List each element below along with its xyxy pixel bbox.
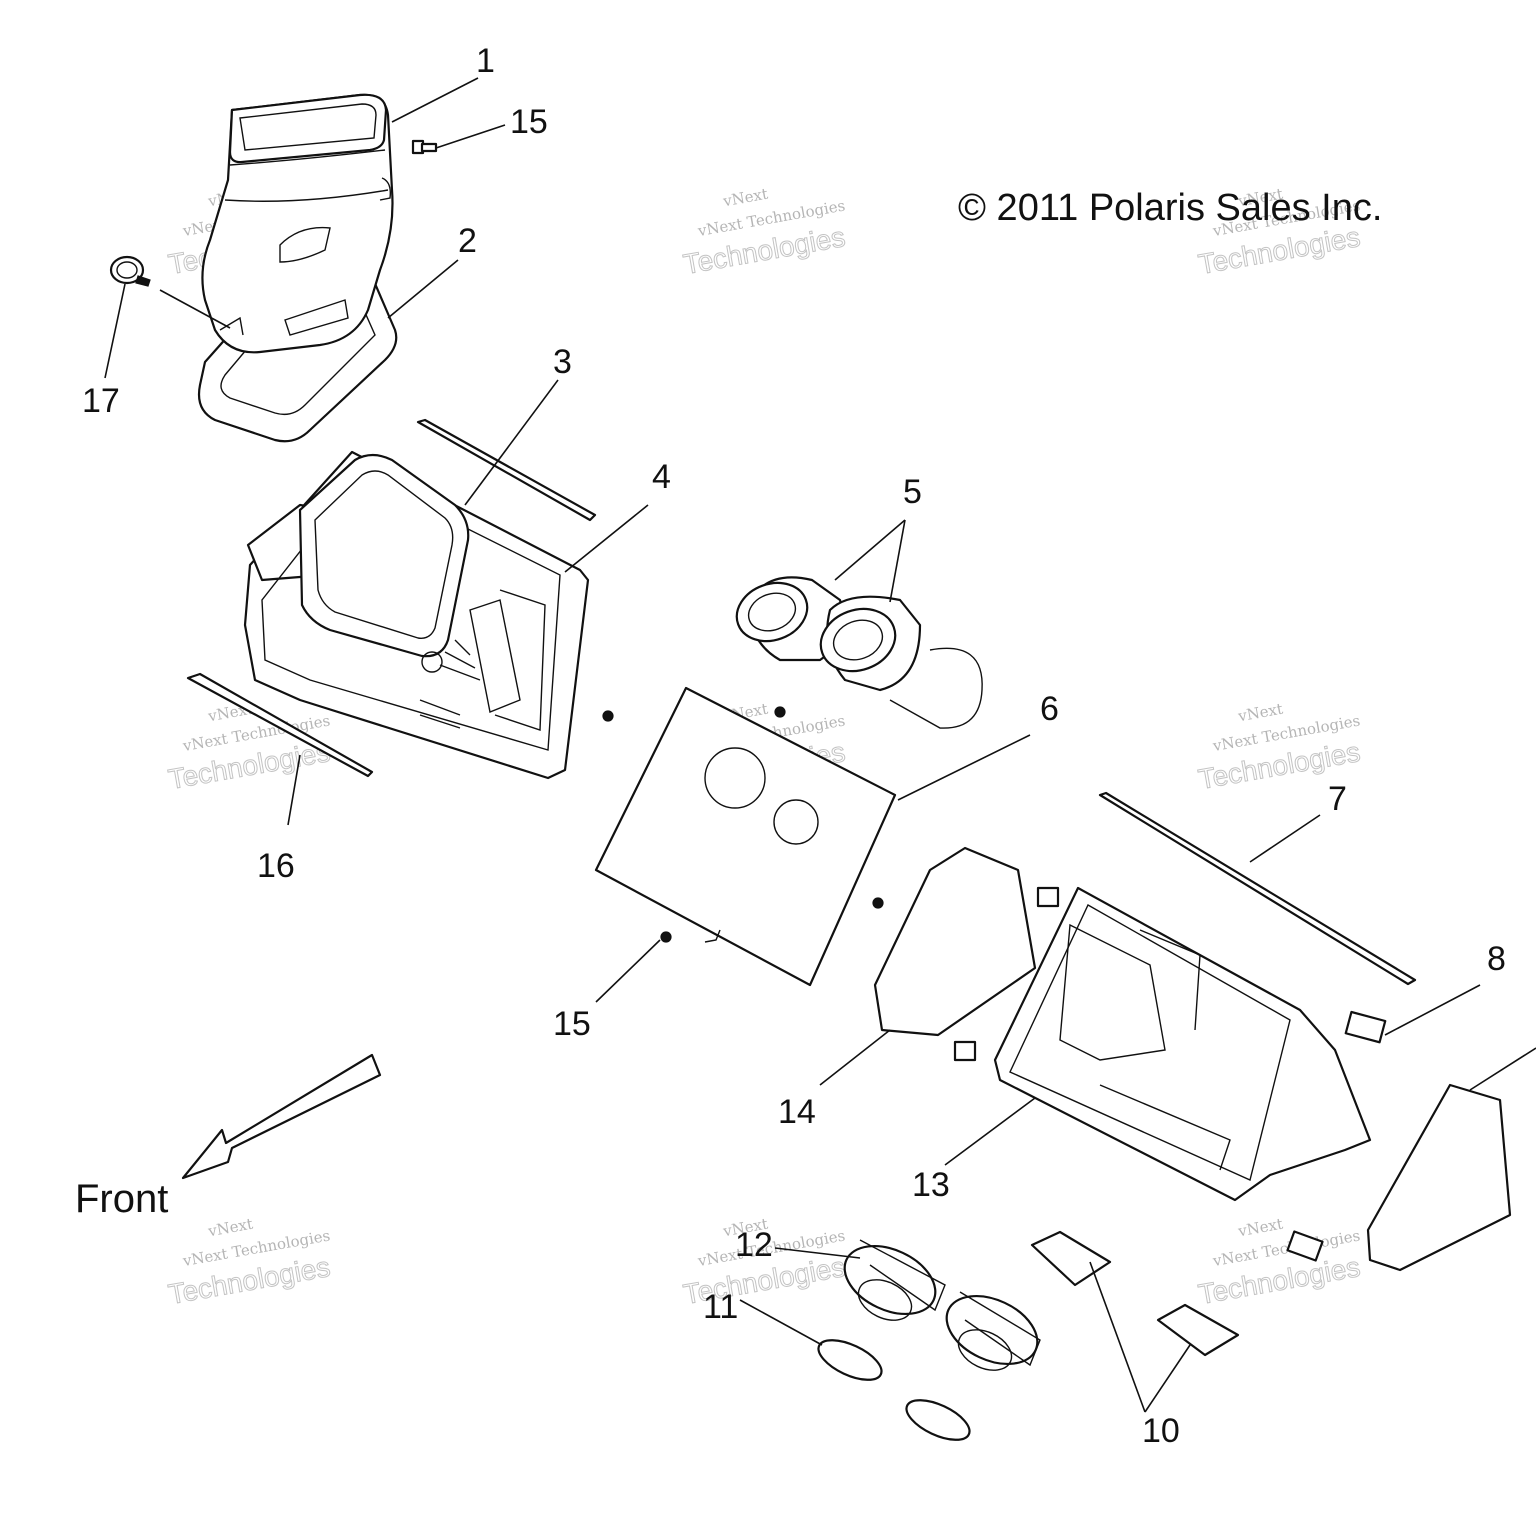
part-right-foam <box>1366 1083 1512 1272</box>
callout-14: 14 <box>778 1093 816 1131</box>
front-label: Front <box>75 1177 168 1221</box>
callout-5: 5 <box>903 473 922 511</box>
callout-16: 16 <box>257 847 295 885</box>
part-14-foam <box>873 846 1037 1037</box>
plate-screws <box>602 706 884 943</box>
part-11-clamps <box>817 1339 971 1441</box>
part-4-airbox-cover <box>243 450 590 780</box>
callout-11: 11 <box>703 1288 738 1326</box>
callout-7: 7 <box>1328 780 1347 818</box>
part-15-screw-top <box>411 139 438 155</box>
watermark-line1: vNext <box>721 185 769 211</box>
part-17-clamp <box>109 255 151 287</box>
watermark-line1: vNext <box>1236 700 1284 726</box>
callout-3: 3 <box>553 343 572 381</box>
callout-10: 10 <box>1142 1412 1180 1450</box>
watermark: vNext vNext Technologies Technologies <box>166 1215 333 1311</box>
part-16-sheet <box>186 672 374 778</box>
watermark-line1: vNext <box>206 1215 254 1241</box>
part-12-couplers <box>843 1239 1041 1371</box>
callout-1: 1 <box>476 42 495 80</box>
callout-2: 2 <box>458 222 477 260</box>
copyright-text: © 2011 Polaris Sales Inc. <box>958 187 1382 229</box>
part-5-boots <box>735 576 983 729</box>
watermark-line1: vNext <box>1236 1215 1284 1241</box>
clips <box>953 886 1387 1262</box>
callout-13: 13 <box>912 1166 950 1204</box>
part-7-strip <box>1098 791 1417 986</box>
part-6-plate <box>594 686 897 987</box>
watermark: vNext vNext Technologies Technologies <box>681 185 848 281</box>
callout-17: 17 <box>82 382 120 420</box>
part-1-intake-duct <box>201 93 394 354</box>
callout-12: 12 <box>735 1226 773 1264</box>
part-10-pads <box>1030 1230 1240 1357</box>
callout-6: 6 <box>1040 690 1059 728</box>
callout-4: 4 <box>652 458 671 496</box>
leader-lines <box>104 77 1536 1413</box>
part-3-strip <box>416 418 597 522</box>
callout-15-top: 15 <box>510 103 548 141</box>
callout-8: 8 <box>1487 940 1506 978</box>
front-arrow <box>181 1053 382 1180</box>
watermark: vNext vNext Technologies Technologies <box>1196 185 1363 281</box>
watermark: vNext vNext Technologies Technologies <box>1196 700 1363 796</box>
part-13-airbox-base <box>993 886 1372 1202</box>
watermark: vNext vNext Technologies Technologies <box>1196 1215 1363 1311</box>
callout-15-bottom: 15 <box>553 1005 591 1043</box>
callout-numbers: 1 15 2 3 4 5 6 7 8 10 11 12 13 14 15 16 … <box>82 42 1506 1450</box>
